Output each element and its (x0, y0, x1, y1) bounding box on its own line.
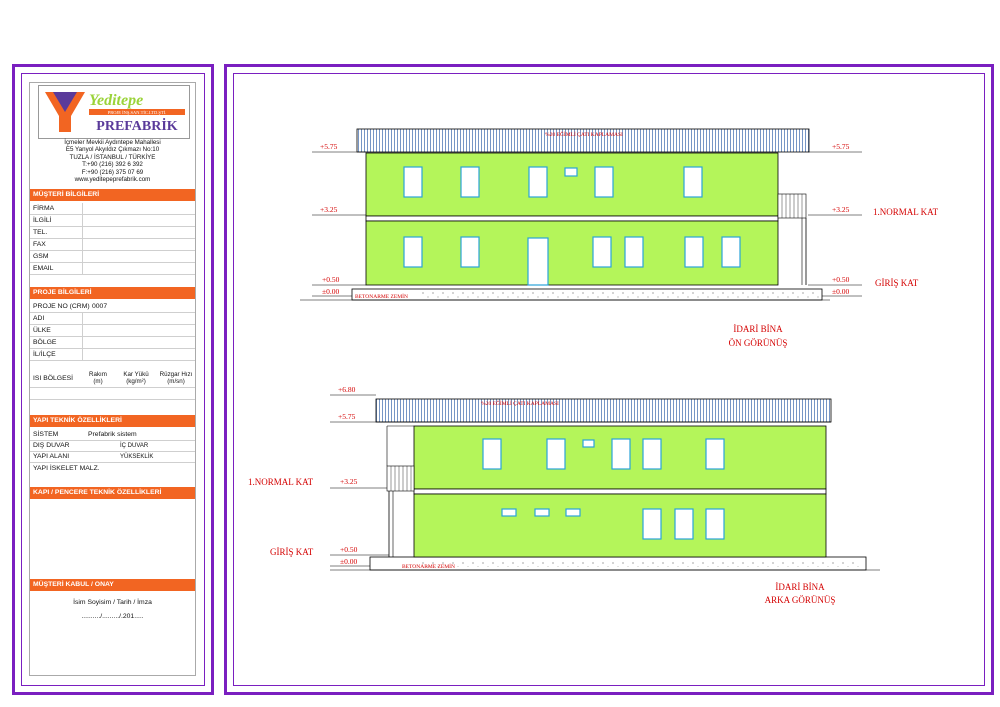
field-label: PROJE NO (CRM) (33, 303, 90, 310)
field-label: DIŞ DUVAR (33, 442, 70, 449)
field-label: FİRMA (33, 205, 55, 212)
signature-date-line: ........../........./.201..... (81, 613, 144, 620)
field-label: YAPI İSKELET MALZ. (33, 465, 100, 472)
title-block-frame (12, 64, 214, 695)
technical-row: DIŞ DUVAR İÇ DUVAR (30, 440, 195, 452)
climate-label: ISI BÖLGESİ (33, 375, 74, 382)
customer-row: FAX (30, 239, 195, 251)
wind-speed-header: Rüzgar Hızı (m/sn) (159, 371, 193, 385)
project-row: ADI (30, 313, 195, 325)
customer-row: EMAIL (30, 263, 195, 275)
address-line: T:+90 (216) 392 6 392 (82, 161, 143, 169)
customer-section-header: MÜŞTERİ BİLGİLERİ (30, 189, 195, 201)
field-label: YAPI ALANI (33, 453, 70, 460)
field-label: TEL. (33, 229, 48, 236)
field-label: SİSTEM (33, 431, 59, 438)
logo-brand-main: PREFABRİK (96, 117, 178, 134)
technical-row: YAPI ALANI YÜKSEKLİK (30, 451, 195, 463)
field-label: İLGİLİ (33, 217, 52, 224)
project-row: İL/İLÇE (30, 349, 195, 361)
project-row: ÜLKE (30, 325, 195, 337)
field-label: GSM (33, 253, 49, 260)
customer-row: TEL. (30, 227, 195, 239)
doors-windows-section-header: KAPI / PENCERE TEKNİK ÖZELLİKLERİ (30, 487, 195, 499)
customer-row: GSM (30, 251, 195, 263)
company-logo: Yeditepe PROJE İNŞ.SAN.TİC.LTD.ŞTİ. PREF… (38, 85, 190, 139)
field-label: İL/İLÇE (33, 351, 56, 358)
drawing-frame (224, 64, 994, 695)
field-label: YÜKSEKLİK (120, 454, 154, 460)
project-row: BÖLGE (30, 337, 195, 349)
field-label: EMAIL (33, 265, 54, 272)
technical-row: SİSTEM Prefabrik sistem (30, 429, 195, 441)
project-row: PROJE NO (CRM)0007 (30, 301, 195, 313)
address-line: İçmeler Mevkii Aydıntepe Mahallesi (64, 139, 161, 146)
customer-row: FİRMA (30, 203, 195, 215)
field-label: FAX (33, 241, 46, 248)
project-section-header: PROJE BİLGİLERİ (30, 287, 195, 299)
field-label: ADI (33, 315, 45, 322)
title-block: Yeditepe PROJE İNŞ.SAN.TİC.LTD.ŞTİ. PREF… (29, 82, 196, 676)
approval-section-header: MÜŞTERİ KABUL / ONAY (30, 579, 195, 591)
snow-load-header: Kar Yükü (kg/m²) (123, 371, 149, 385)
address-line: F:+90 (216) 375 07 69 (81, 168, 144, 176)
address-line: E5 Yanyol Akyıldız Çıkmazı No:10 (65, 146, 160, 154)
website-link: www.yeditepeprefabrik.com (74, 176, 151, 184)
signature-line: İsim Soyisim / Tarih / İmza (73, 599, 152, 606)
address-line: TUZLA / İSTANBUL / TÜRKİYE (69, 153, 156, 161)
technical-section-header: YAPI TEKNİK ÖZELLİKLERİ (30, 415, 195, 427)
technical-row: YAPI İSKELET MALZ. (30, 463, 195, 475)
logo-brand-top: Yeditepe (89, 92, 143, 109)
field-label: BÖLGE (33, 339, 57, 346)
system-value: Prefabrik sistem (88, 431, 137, 438)
project-number: 0007 (92, 303, 108, 310)
customer-row: İLGİLİ (30, 215, 195, 227)
field-label: ÜLKE (33, 327, 51, 334)
field-label: İÇ DUVAR (120, 443, 149, 449)
company-address: İçmeler Mevkii Aydıntepe Mahallesi E5 Ya… (30, 139, 195, 183)
altitude-header: Rakım (m) (89, 371, 107, 385)
logo-brand-sub: PROJE İNŞ.SAN.TİC.LTD.ŞTİ. (108, 110, 167, 115)
